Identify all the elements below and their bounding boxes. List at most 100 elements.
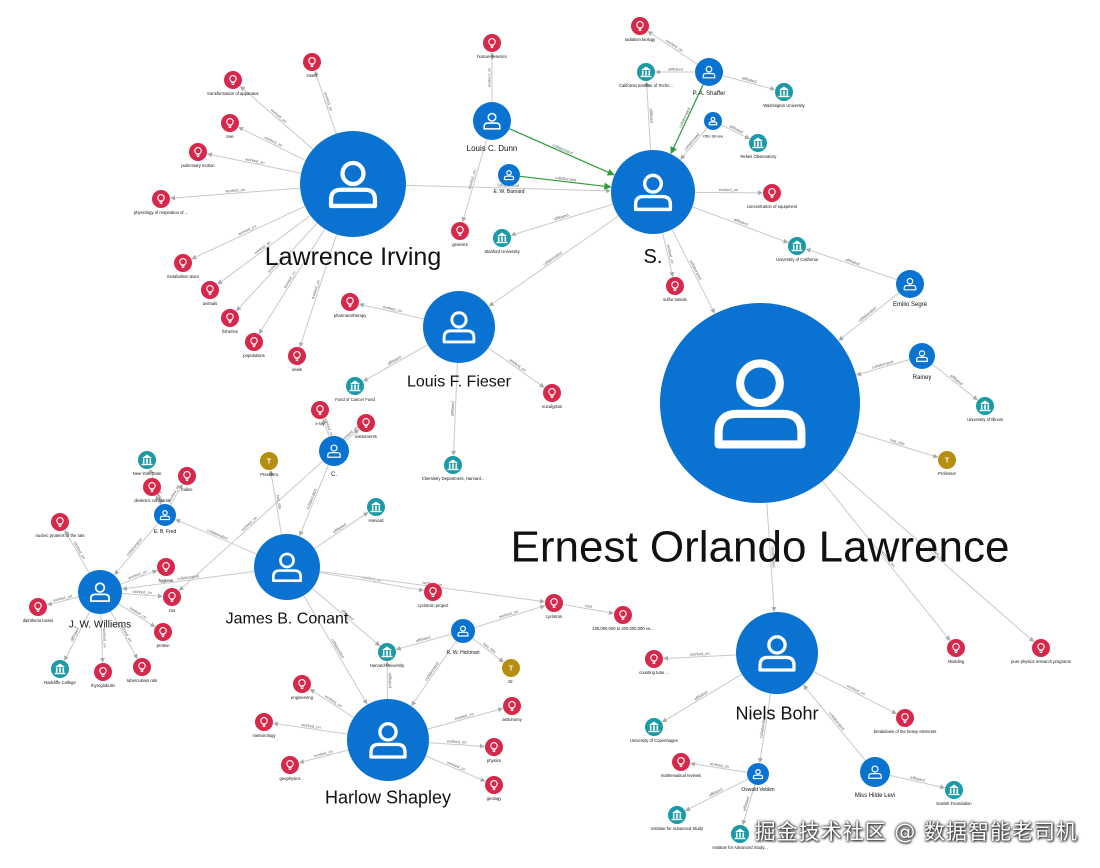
graph-edge[interactable]: worked_on	[425, 755, 486, 782]
graph-edge[interactable]: affiliated	[889, 775, 946, 790]
graph-node-institution[interactable]: Yerkes Observatory	[740, 134, 778, 159]
graph-edge[interactable]: affiliated	[64, 611, 91, 661]
graph-node-person[interactable]: Lawrence Irving	[265, 131, 441, 271]
graph-node-concept[interactable]: geology	[485, 776, 503, 801]
graph-edge[interactable]: affiliated	[395, 633, 452, 651]
graph-node-concept[interactable]: cyclotron	[545, 594, 563, 619]
graph-edge[interactable]: affiliated	[692, 206, 789, 244]
graph-node-person[interactable]: Ernest Orlando Lawrence	[511, 303, 1010, 571]
graph-node-institution[interactable]: Chemistry Department, Harvard...	[422, 456, 485, 481]
graph-node-concept[interactable]: dielectric constants	[134, 478, 170, 503]
graph-edge[interactable]: worked_on	[694, 187, 763, 196]
graph-edge[interactable]: collaborated	[509, 128, 615, 176]
graph-edge[interactable]: worked_on	[428, 738, 485, 749]
graph-node-concept[interactable]: thyroglobulin	[91, 663, 116, 688]
graph-node-concept[interactable]: breakdown of the heavy elements	[874, 709, 937, 734]
graph-edge[interactable]: worked_on	[170, 187, 301, 201]
graph-edge[interactable]: worked_on	[427, 707, 504, 730]
graph-node-concept[interactable]: nucleic proteins of the rats	[36, 513, 85, 538]
graph-edge[interactable]: affiliated	[805, 248, 897, 281]
graph-edge[interactable]: affiliated	[644, 81, 655, 151]
graph-node-concept[interactable]: astronomy	[502, 697, 523, 722]
graph-edge[interactable]: collaborated	[121, 570, 255, 591]
graph-edge[interactable]: cost	[562, 603, 614, 616]
graph-edge[interactable]: worked_on	[299, 234, 338, 348]
graph-node-concept[interactable]: physiology of respiration of ...	[134, 190, 188, 215]
graph-edge[interactable]: affiliated	[314, 512, 369, 549]
graph-node-institution[interactable]: University of California	[776, 237, 819, 262]
graph-node-institution[interactable]: Radcliffe College	[44, 660, 76, 685]
graph-node-institution[interactable]: Harvard	[367, 498, 385, 523]
graph-edge[interactable]: collaborated	[299, 464, 329, 537]
graph-node-institution[interactable]: Washington University	[763, 83, 806, 108]
graph-edge[interactable]: collaborated	[519, 175, 612, 190]
graph-node-concept[interactable]: populations	[243, 333, 265, 358]
graph-node-concept[interactable]: mathematical reviews	[661, 753, 701, 778]
graph-edge[interactable]: worked_on	[487, 52, 495, 102]
graph-edge[interactable]: affiliated	[362, 344, 428, 382]
graph-node-concept[interactable]: metabolism team	[167, 254, 199, 279]
graph-node-concept[interactable]: counting tube ...	[639, 650, 669, 675]
graph-node-institution[interactable]: Harvard University	[370, 643, 405, 668]
graph-node-person[interactable]: Oswald Veblen	[741, 763, 775, 793]
graph-node-concept[interactable]: physics	[485, 738, 503, 763]
graph-edge[interactable]: collaborated	[856, 359, 910, 377]
graph-node-person[interactable]: E. B. Fred	[154, 504, 177, 535]
graph-edge[interactable]: affiliated	[450, 362, 458, 456]
graph-node-person[interactable]: S.	[611, 150, 695, 268]
graph-edge[interactable]: affiliated	[722, 75, 776, 91]
graph-node-person[interactable]: Rainey	[909, 343, 935, 381]
graph-edge[interactable]: worked_on	[662, 232, 676, 278]
graph-edge[interactable]: affiliated	[931, 363, 978, 401]
graph-node-concept[interactable]: hygiene	[157, 558, 175, 583]
graph-edge[interactable]: worked_on	[322, 417, 335, 437]
graph-node-concept[interactable]: iodine	[178, 467, 196, 492]
graph-node-person[interactable]: Louis C. Dunn	[467, 102, 518, 153]
graph-node-concept[interactable]: radiation biology	[625, 17, 656, 42]
graph-node-concept[interactable]: instruments	[355, 414, 377, 439]
graph-node-concept[interactable]: 100,000,000 to 200,000,000 vo...	[592, 606, 654, 631]
graph-node-concept[interactable]: human genetics	[477, 34, 507, 59]
graph-edge[interactable]: collaborated	[488, 215, 619, 307]
graph-node-concept[interactable]: fisheries	[221, 309, 239, 334]
graph-node-concept[interactable]: engineering	[291, 675, 314, 700]
graph-node-institution[interactable]: Institute for Advanced Study	[651, 806, 704, 831]
graph-node-person[interactable]: Otto Struve	[703, 112, 724, 138]
graph-node-concept[interactable]: cyclotron project	[418, 583, 449, 608]
graph-edge[interactable]: worked_on	[99, 613, 108, 663]
graph-edge[interactable]: worked_on	[663, 651, 737, 661]
graph-edge[interactable]: collaborated	[838, 292, 900, 341]
graph-edge[interactable]: worked_on	[206, 152, 302, 174]
graph-edge[interactable]: affiliated	[720, 124, 750, 140]
graph-node-person[interactable]: Niels Bohr	[735, 612, 819, 723]
graph-node-concept[interactable]: geophysics	[280, 756, 301, 781]
graph-node-concept[interactable]: pulmonary motion	[181, 143, 215, 168]
graph-edge[interactable]: worked_on	[110, 610, 138, 660]
graph-node-concept[interactable]: genetics	[451, 222, 469, 247]
graph-edge[interactable]: collaborated	[758, 693, 772, 763]
graph-node-concept[interactable]: pharmacotherapy	[334, 293, 367, 318]
graph-edge[interactable]: worked_on	[121, 589, 163, 599]
graph-node-institution[interactable]: New York State	[133, 451, 162, 476]
graph-node-concept[interactable]: shielding	[947, 639, 965, 664]
graph-edge[interactable]: worked_on	[120, 569, 158, 585]
graph-node-institution[interactable]: Fund of Cancer Fund	[335, 377, 375, 402]
graph-edge[interactable]: worked_on	[298, 749, 349, 764]
graph-node-person[interactable]: E. W. Barnard	[493, 164, 525, 195]
graph-node-person[interactable]: P. A. Shaffer	[693, 58, 726, 97]
graph-edge[interactable]: worked_on	[461, 139, 488, 223]
graph-node-institution[interactable]: Danish Foundation	[936, 781, 972, 806]
graph-edge[interactable]: worked_on	[314, 70, 337, 134]
graph-node-person[interactable]: Emilio Segrè	[893, 270, 928, 308]
graph-edge[interactable]: affiliated	[661, 673, 743, 723]
graph-edge[interactable]: affiliated	[384, 661, 393, 700]
graph-node-concept[interactable]: tuberculosis rats	[127, 658, 158, 683]
graph-edge[interactable]: worked_on	[46, 593, 79, 607]
graph-node-concept[interactable]: pure physics research programs	[1011, 639, 1071, 664]
graph-node-institution[interactable]: University of Copenhagen	[630, 718, 679, 743]
graph-node-institution[interactable]: California Institute of Techn...	[619, 63, 673, 88]
graph-edge[interactable]: worked_on	[238, 126, 306, 161]
